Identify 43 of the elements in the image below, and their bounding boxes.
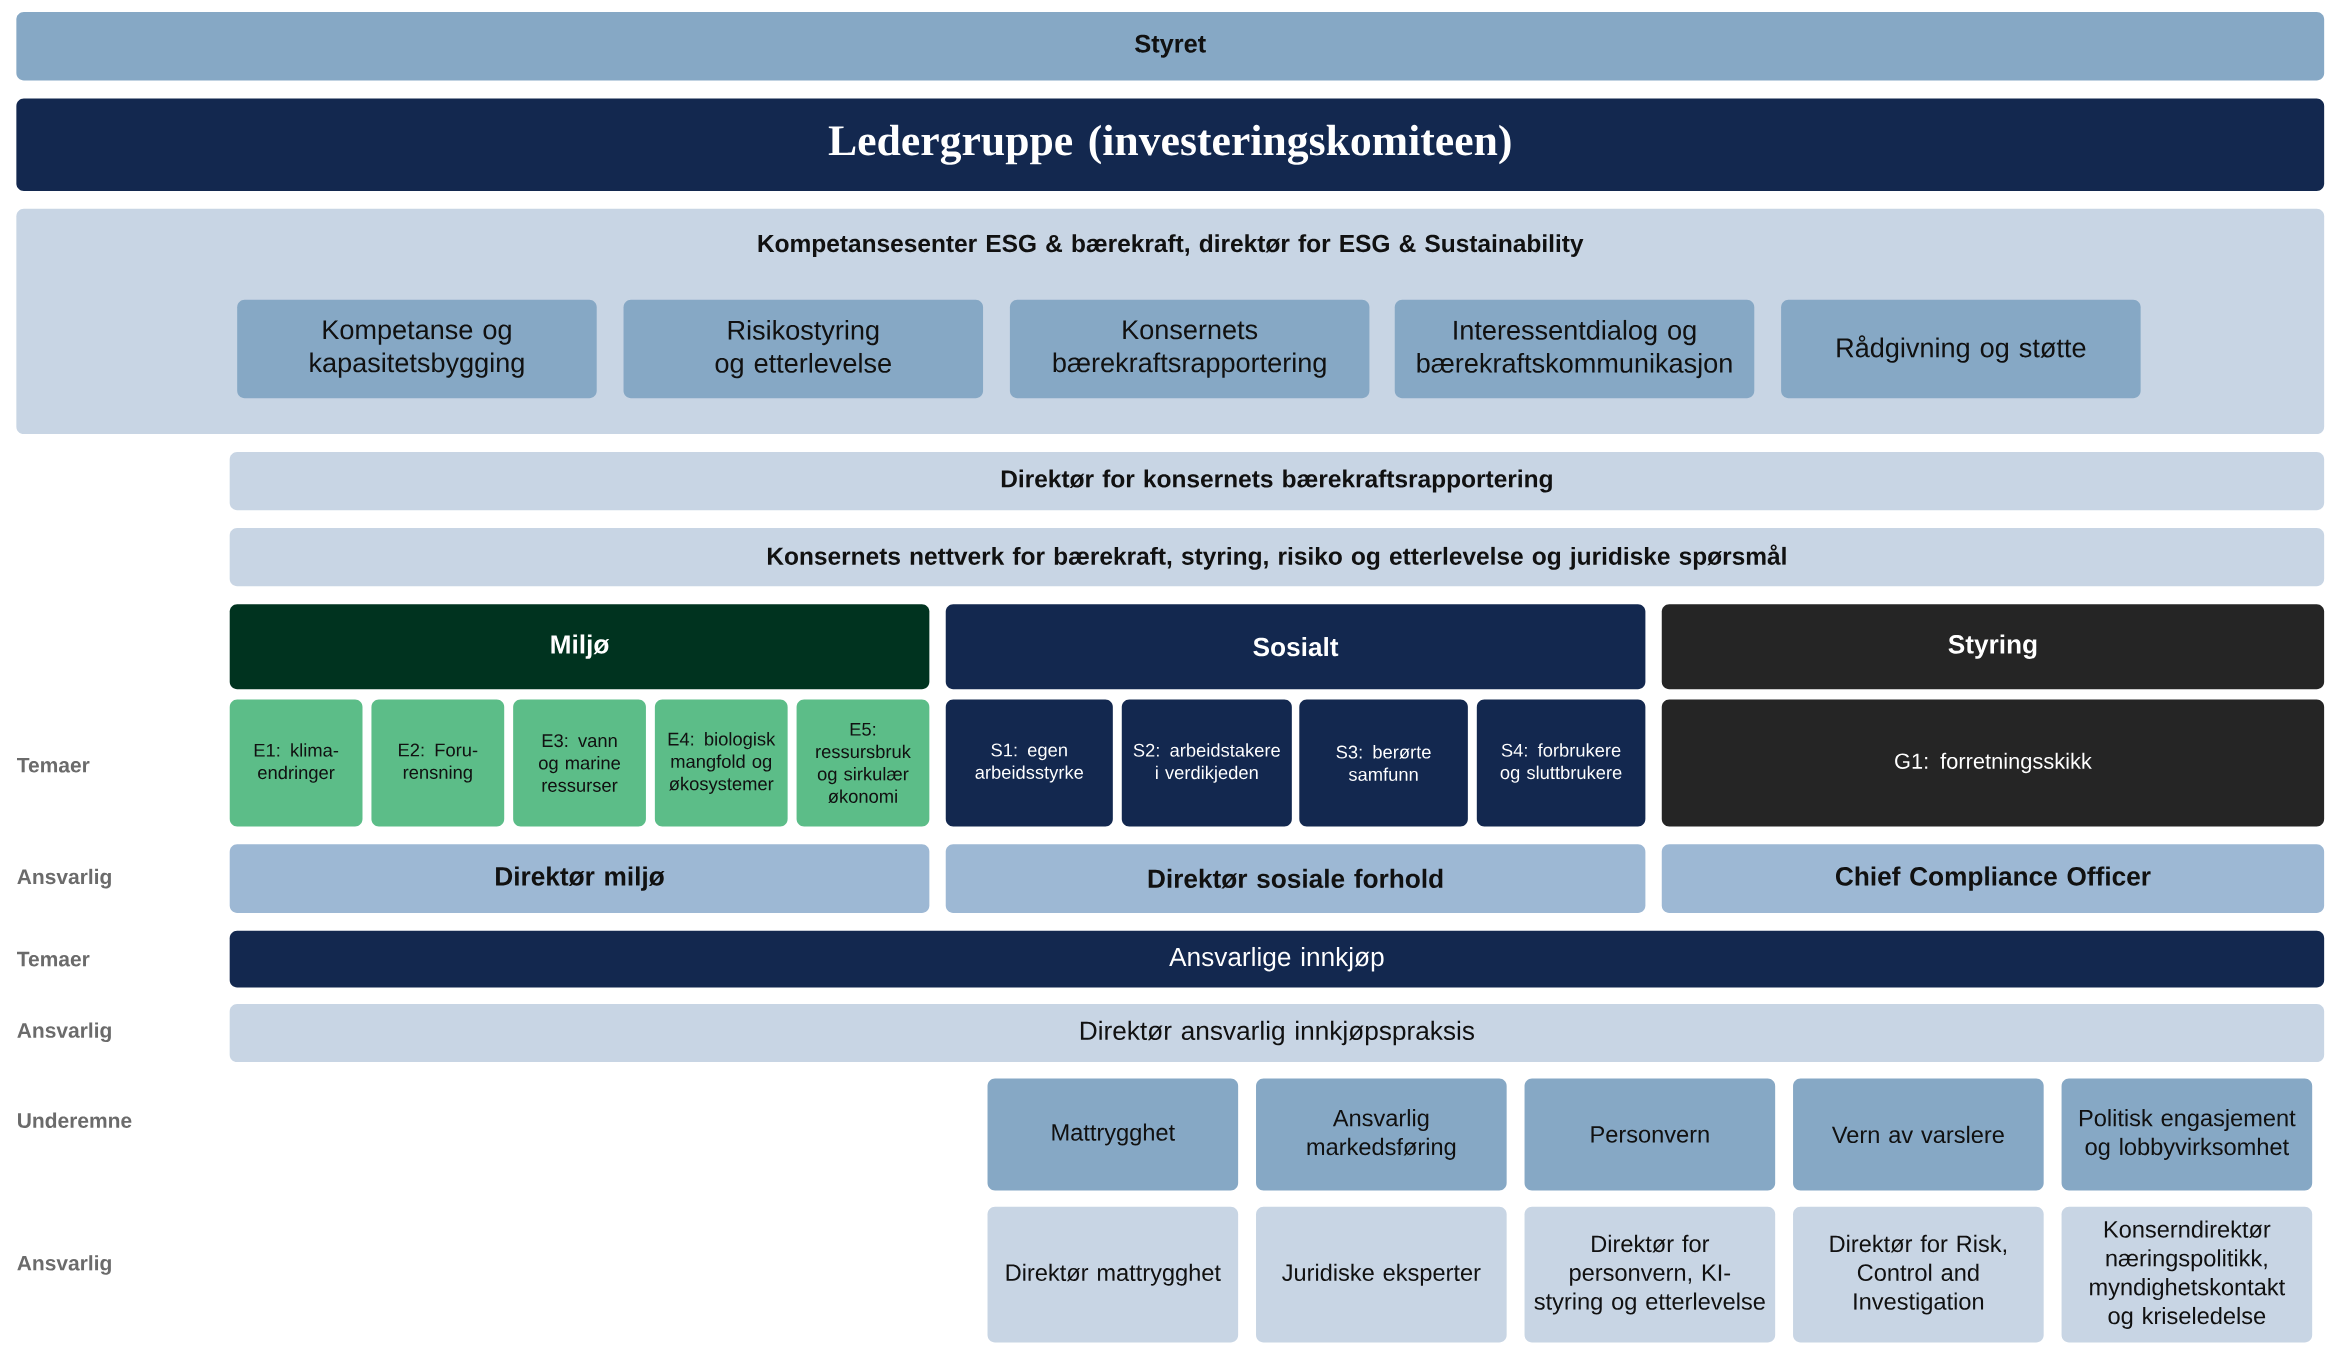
function-box: Kompetanse og kapasitetsbygging: [237, 300, 597, 399]
row-label: Underemne: [18, 1112, 132, 1129]
topic-box: G1: forretningsskikk: [1661, 699, 2325, 827]
director-bar: Direktør for konsernets bærekraftsrapportering: [229, 452, 2325, 511]
topic-box: S2: arbeidstakere i verdikjeden: [1121, 699, 1292, 827]
subtopic-box: Ansvarlig markedsføring: [1256, 1078, 1507, 1191]
responsible-box: Direktør mattrygghet: [987, 1207, 1239, 1343]
board-bar: Styret: [16, 12, 2325, 81]
row-label: Ansvarlig: [17, 1255, 111, 1276]
function-box: Rådgivning og støtte: [1781, 300, 2141, 399]
topic-box: E3: vann og marine ressurser: [513, 699, 646, 827]
category-header: Miljø: [229, 604, 930, 690]
row-label: Temaer: [17, 952, 90, 967]
topic-box: E4: biologisk mangfold og økosystemer: [654, 699, 788, 827]
topic-box: E1: klima- endringer: [229, 699, 363, 827]
topic-box: S3: berørte samfunn: [1299, 699, 1468, 827]
responsible-bar: Direktør sosiale forhold: [945, 844, 1646, 914]
category-header: Styring: [1661, 604, 2325, 690]
responsible-box: Konserndirektør næringspolitikk, myndighetskontakt og kriseledelse: [2061, 1207, 2313, 1343]
function-box: Risikostyring og etterlevelse: [623, 300, 984, 399]
subtopic-box: Personvern: [1524, 1078, 1776, 1191]
topic-box: E2: Foru- rensning: [371, 699, 505, 827]
management-bar: Ledergruppe (investeringskomiteen): [16, 98, 2325, 192]
category-header: Sosialt: [945, 604, 1646, 690]
subtopic-box: Politisk engasjement og lobbyvirksomhet: [2061, 1078, 2313, 1191]
responsible-bar: Chief Compliance Officer: [1661, 844, 2325, 914]
function-box: Konsernets bærekraftsrapportering: [1009, 300, 1370, 399]
responsible-bar: Direktør ansvarlig innkjøpspraksis: [229, 1004, 2325, 1063]
topic-box: S1: egen arbeidsstyrke: [945, 699, 1113, 827]
responsible-bar: Direktør miljø: [229, 844, 930, 914]
topic-box: S4: forbrukere og sluttbrukere: [1476, 699, 1646, 827]
responsible-box: Direktør for Risk, Control and Investigation: [1793, 1207, 2044, 1343]
responsible-box: Juridiske eksperter: [1256, 1207, 1507, 1343]
responsible-box: Direktør for personvern, KI-styring og etterlevelse: [1524, 1207, 1776, 1343]
row-label: Temaer: [17, 758, 90, 773]
topic-box: E5: ressursbruk og sirkulær økonomi: [796, 699, 930, 827]
row-label: Ansvarlig: [17, 1022, 111, 1043]
subtopic-box: Vern av varslere: [1793, 1078, 2044, 1191]
function-box: Interessentdialog og bærekraftskommunikasjon: [1394, 300, 1755, 399]
network-bar: Konsernets nettverk for bærekraft, styring, risiko og etterlevelse og juridiske spørsmål: [229, 528, 2325, 587]
procurement-bar: Ansvarlige innkjøp: [229, 931, 2325, 988]
subtopic-box: Mattrygghet: [987, 1078, 1239, 1191]
row-label: Ansvarlig: [17, 869, 111, 889]
